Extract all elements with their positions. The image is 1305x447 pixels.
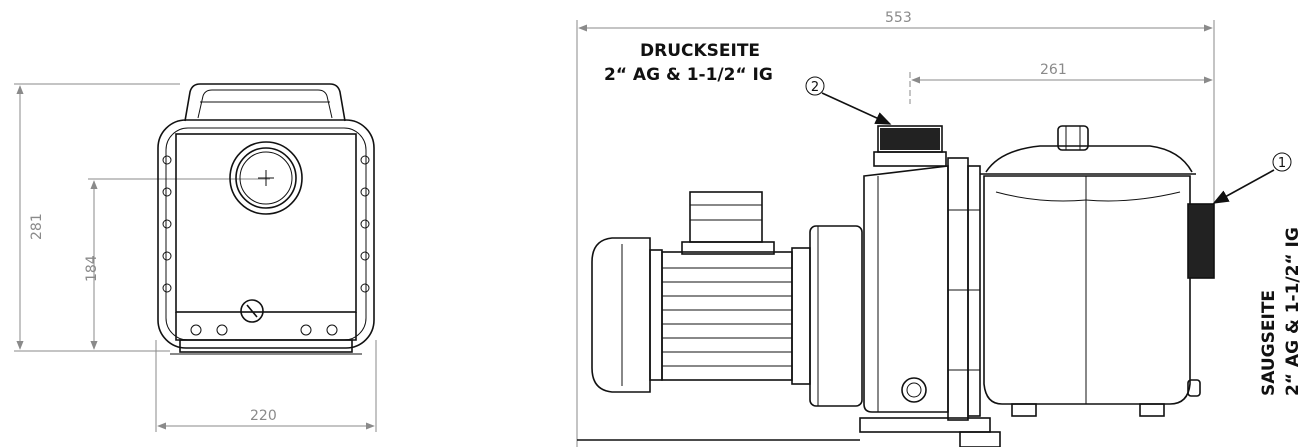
side-view: 553 261 DRUCKSEITE 2“ AG & 1-1/2“ IG 2 1… <box>576 10 1303 447</box>
dimension-outlet-distance-label: 261 <box>1040 62 1067 78</box>
pump-housing <box>577 125 1001 447</box>
dimension-front-width: 220 <box>155 340 377 432</box>
pump-front-body <box>157 83 375 355</box>
dimension-front-width-label: 220 <box>250 408 277 424</box>
suction-side-spec: 2“ AG & 1-1/2“ IG <box>1283 227 1303 396</box>
pressure-side-spec: 2“ AG & 1-1/2“ IG <box>604 65 773 85</box>
dimension-total-length: 553 <box>576 10 1215 447</box>
pressure-side-title: DRUCKSEITE <box>640 41 760 61</box>
callout-pressure-port-number: 2 <box>811 80 819 95</box>
dimension-front-height-label: 281 <box>29 213 45 240</box>
callout-suction-port-number: 1 <box>1278 156 1286 171</box>
callout-suction-port: 1 <box>1212 152 1292 204</box>
callout-pressure-port: 2 <box>805 76 892 125</box>
dimension-total-length-label: 553 <box>885 10 912 26</box>
suction-side-title: SAUGSEITE <box>1259 290 1279 396</box>
motor <box>591 191 863 407</box>
front-view: 281 184 220 <box>14 83 377 432</box>
dimension-front-height: 281 <box>14 83 180 352</box>
dimension-front-inlet-height-label: 184 <box>84 255 100 282</box>
dimension-outlet-distance: 261 <box>909 62 1213 104</box>
pre-filter <box>980 125 1215 417</box>
